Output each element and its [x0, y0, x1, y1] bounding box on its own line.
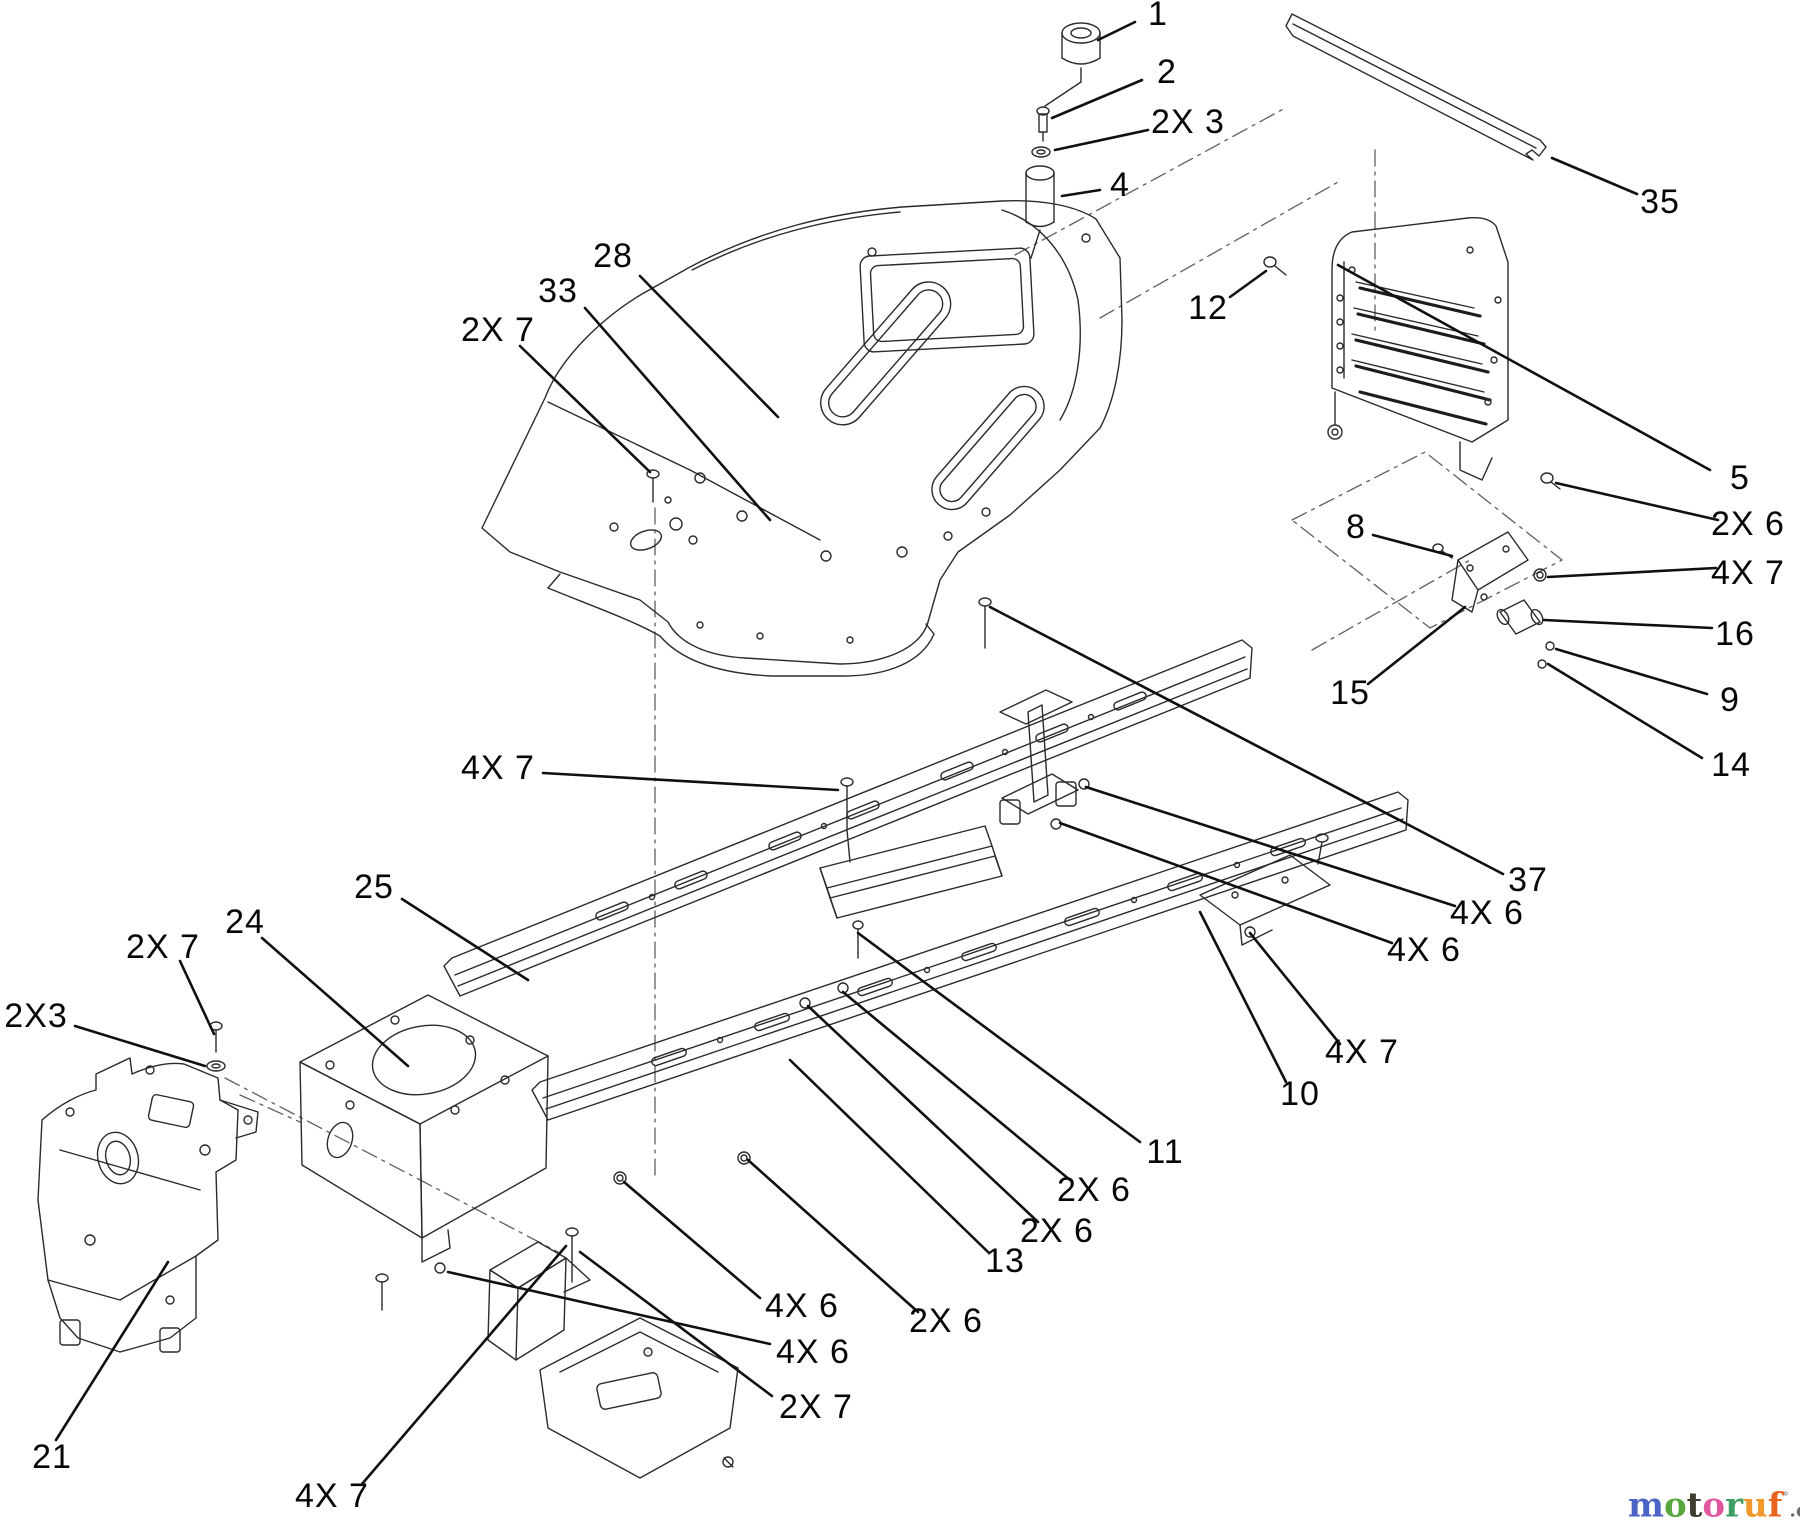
logo-letter: o	[1702, 1485, 1726, 1526]
callout-6-e: 4X 6	[776, 1333, 850, 1371]
callout-6-a: 2X 6	[1057, 1171, 1131, 1209]
callout-6-c: 2X 6	[909, 1302, 983, 1340]
callout-24: 24	[225, 903, 265, 941]
callout-6-b: 2X 6	[1020, 1212, 1094, 1250]
callout-12: 12	[1188, 289, 1228, 327]
logo-degree-mark: ˚	[1782, 1492, 1790, 1508]
part-cap	[1044, 22, 1101, 107]
callout-3-left: 2X3	[4, 997, 68, 1035]
logo-letter: m	[1628, 1485, 1664, 1526]
part-body-shell	[481, 199, 1123, 677]
callout-37: 37	[1508, 861, 1548, 899]
callout-13: 13	[985, 1242, 1025, 1280]
part-screw-12	[1263, 256, 1287, 276]
callout-3-top: 2X 3	[1151, 103, 1225, 141]
logo-word: motoruf	[1628, 1485, 1782, 1525]
callout-11: 11	[1146, 1133, 1184, 1171]
part-bracket-8	[1432, 531, 1529, 613]
logo-letter: f	[1767, 1485, 1783, 1526]
callout-6-rail-b: 4X 6	[1387, 931, 1461, 969]
part-lower-rail	[531, 791, 1409, 1121]
callout-28: 28	[593, 237, 633, 275]
watermark-logo[interactable]: motoruf˚.de	[1628, 1480, 1800, 1525]
logo-letter: u	[1743, 1485, 1768, 1526]
leader-lines	[54, 20, 1720, 1486]
part-washer-3	[1031, 146, 1051, 158]
logo-suffix: .de	[1789, 1499, 1800, 1522]
part-rail-35	[1285, 13, 1547, 161]
part-engine-plate	[299, 994, 549, 1311]
callout-7-grille: 4X 7	[1711, 554, 1785, 592]
callout-14: 14	[1711, 746, 1751, 784]
part-heat-shield	[37, 1057, 259, 1353]
part-seat-pedestal	[999, 689, 1079, 825]
callout-7-bottom: 4X 7	[295, 1477, 369, 1515]
callout-35: 35	[1640, 183, 1680, 221]
callout-33: 33	[538, 272, 578, 310]
callout-7-upper: 2X 7	[461, 311, 535, 349]
part-spacer-4	[1025, 165, 1055, 259]
part-lower-bracket	[487, 1171, 627, 1361]
callout-9: 9	[1720, 681, 1740, 719]
part-rear-bracket	[1199, 833, 1331, 946]
callout-6-grille: 2X 6	[1711, 505, 1785, 543]
part-screw-2	[1036, 106, 1050, 142]
callout-7-mid: 4X 7	[461, 749, 535, 787]
part-crossmember	[819, 825, 1003, 919]
callout-2: 2	[1157, 53, 1177, 91]
part-grille	[1327, 216, 1509, 481]
part-switch-16	[1496, 568, 1555, 669]
construction-lines	[224, 106, 1563, 1253]
callout-7-left: 2X 7	[126, 928, 200, 966]
callout-7-c: 2X 7	[779, 1388, 853, 1426]
callout-21: 21	[32, 1438, 72, 1476]
hardware-fasteners	[206, 469, 1561, 1165]
logo-letter: o	[1663, 1485, 1687, 1526]
callout-7-rear: 4X 7	[1325, 1033, 1399, 1071]
part-belt-cover	[539, 1317, 739, 1479]
part-upper-rail	[443, 639, 1253, 997]
callout-16: 16	[1715, 615, 1755, 653]
callout-15: 15	[1330, 674, 1370, 712]
callout-6-rail-a: 4X 6	[1450, 894, 1524, 932]
callout-1: 1	[1148, 0, 1168, 33]
callout-5: 5	[1730, 459, 1750, 497]
callout-6-d: 4X 6	[765, 1287, 839, 1325]
callout-25: 25	[354, 868, 394, 906]
logo-letter: r	[1725, 1485, 1743, 1526]
callout-4: 4	[1110, 166, 1130, 204]
callout-10: 10	[1280, 1075, 1320, 1113]
callout-8: 8	[1346, 508, 1366, 546]
logo-letter: t	[1686, 1485, 1703, 1526]
